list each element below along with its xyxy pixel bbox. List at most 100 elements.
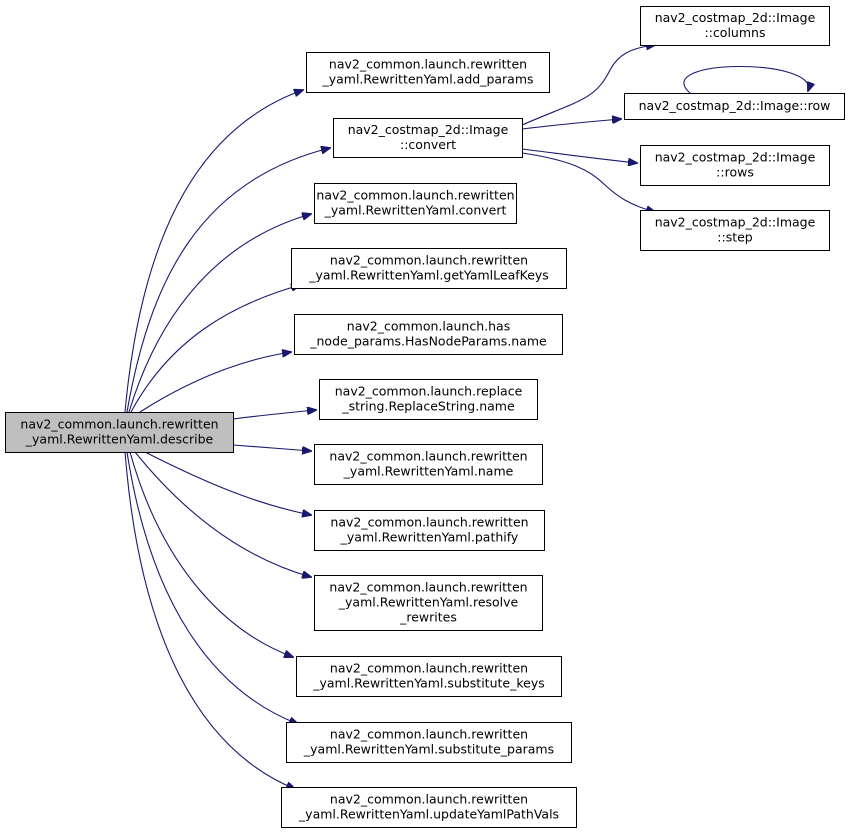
node-label-line: nav2_costmap_2d::Image::row xyxy=(639,98,831,113)
node-box xyxy=(291,248,567,289)
node-label-line: nav2_costmap_2d::Image xyxy=(655,215,816,230)
node-label-line: nav2_common.launch.has xyxy=(347,319,510,334)
edge-describe-to-rs_name xyxy=(232,410,316,420)
node-add_params[interactable]: nav2_common.launch.rewritten_yaml.Rewrit… xyxy=(306,52,550,93)
node-img_columns[interactable]: nav2_costmap_2d::Image::columns xyxy=(640,6,830,46)
edge-arrow xyxy=(144,451,311,515)
edge-img_convert-to-img_rows xyxy=(521,148,637,163)
edge-arrow xyxy=(126,451,298,724)
edges-layer xyxy=(124,45,809,789)
edge-arrow xyxy=(126,148,330,413)
node-label-line: _yaml.RewrittenYaml.substitute_keys xyxy=(312,676,545,691)
edge-arrow xyxy=(232,444,311,451)
node-box xyxy=(333,118,523,158)
node-label-line: ::rows xyxy=(716,165,754,180)
node-box xyxy=(319,379,538,420)
edge-arrow xyxy=(129,451,293,657)
node-label-line: nav2_common.launch.rewritten xyxy=(20,417,218,432)
node-box xyxy=(640,210,830,251)
node-img_convert[interactable]: nav2_costmap_2d::Image::convert xyxy=(333,118,523,158)
node-box xyxy=(286,722,572,763)
node-substitute_keys[interactable]: nav2_common.launch.rewritten_yaml.Rewrit… xyxy=(296,656,562,697)
node-box xyxy=(624,93,845,120)
node-label-line: nav2_common.launch.rewritten xyxy=(329,449,527,464)
node-label-line: nav2_common.launch.rewritten xyxy=(329,580,527,595)
node-box xyxy=(314,575,543,631)
nodes-layer: nav2_common.launch.rewritten_yaml.Rewrit… xyxy=(5,6,845,828)
edge-arrow xyxy=(521,119,621,130)
node-ry_name[interactable]: nav2_common.launch.rewritten_yaml.Rewrit… xyxy=(314,444,543,485)
node-substitute_params[interactable]: nav2_common.launch.rewritten_yaml.Rewrit… xyxy=(286,722,572,763)
edge-arrow xyxy=(124,451,295,789)
edge-img_convert-to-img_row xyxy=(521,119,621,130)
node-rs_name[interactable]: nav2_common.launch.replace_string.Replac… xyxy=(319,379,538,420)
node-label-line: _string.ReplaceString.name xyxy=(341,399,515,414)
node-label-line: nav2_costmap_2d::Image xyxy=(655,10,816,25)
node-box xyxy=(314,510,545,551)
edge-arrow xyxy=(124,90,303,413)
edge-describe-to-resolve_rewrites xyxy=(134,451,311,577)
node-label-line: nav2_common.launch.rewritten xyxy=(330,515,528,530)
node-label-line: ::step xyxy=(717,230,753,245)
node-img_rows[interactable]: nav2_costmap_2d::Image::rows xyxy=(640,145,830,186)
node-label-line: _yaml.RewrittenYaml.resolve xyxy=(338,595,519,610)
node-resolve_rewrites[interactable]: nav2_common.launch.rewritten_yaml.Rewrit… xyxy=(314,575,543,631)
node-describe[interactable]: nav2_common.launch.rewritten_yaml.Rewrit… xyxy=(5,412,234,453)
node-label-line: _yaml.RewrittenYaml.updateYamlPathVals xyxy=(298,807,559,822)
edge-describe-to-getYamlLeafKeys xyxy=(130,285,300,413)
node-box xyxy=(640,6,830,46)
node-label-line: nav2_common.launch.rewritten xyxy=(330,253,528,268)
edge-describe-to-hnp_name xyxy=(139,352,291,413)
node-label-line: _yaml.RewrittenYaml.describe xyxy=(25,432,214,447)
node-label-line: nav2_common.launch.replace xyxy=(335,384,523,399)
edge-describe-to-substitute_keys xyxy=(129,451,293,657)
node-label-line: _yaml.RewrittenYaml.substitute_params xyxy=(303,742,554,757)
node-label-line: nav2_costmap_2d::Image xyxy=(348,122,509,137)
edge-arrow xyxy=(130,285,300,413)
edge-arrow xyxy=(134,451,311,577)
node-pathify[interactable]: nav2_common.launch.rewritten_yaml.Rewrit… xyxy=(314,510,545,551)
edge-arrow xyxy=(521,152,655,212)
edge-describe-to-updateYamlPathVals xyxy=(124,451,295,789)
node-ry_convert[interactable]: nav2_common.launch.rewritten_yaml.Rewrit… xyxy=(314,183,517,224)
node-hnp_name[interactable]: nav2_common.launch.has_node_params.HasNo… xyxy=(294,314,563,355)
node-label-line: nav2_common.launch.rewritten xyxy=(330,792,528,807)
node-box xyxy=(314,183,517,224)
edge-describe-to-substitute_params xyxy=(126,451,298,724)
edge-describe-to-ry_convert xyxy=(128,214,311,413)
node-label-line: nav2_common.launch.rewritten xyxy=(330,661,528,676)
node-box xyxy=(314,444,543,485)
node-box xyxy=(281,787,577,828)
node-label-line: _rewrites xyxy=(399,610,457,625)
edge-arrow xyxy=(232,410,316,420)
node-box xyxy=(5,412,234,453)
node-updateYamlPathVals[interactable]: nav2_common.launch.rewritten_yaml.Rewrit… xyxy=(281,787,577,828)
node-label-line: nav2_common.launch.rewritten xyxy=(316,188,514,203)
node-label-line: _yaml.RewrittenYaml.add_params xyxy=(321,72,533,87)
edge-arrow xyxy=(683,65,809,94)
edge-arrow xyxy=(521,148,637,163)
edge-describe-to-img_convert xyxy=(126,148,330,413)
edge-describe-to-add_params xyxy=(124,90,303,413)
node-label-line: nav2_common.launch.rewritten xyxy=(329,57,527,72)
node-label-line: _node_params.HasNodeParams.name xyxy=(309,334,547,349)
node-box xyxy=(306,52,550,93)
node-label-line: nav2_common.launch.rewritten xyxy=(330,727,528,742)
edge-arrow xyxy=(521,45,655,126)
node-label-line: ::convert xyxy=(400,137,456,152)
node-label-line: ::columns xyxy=(705,25,766,40)
node-label-line: _yaml.RewrittenYaml.name xyxy=(343,464,514,479)
node-img_row[interactable]: nav2_costmap_2d::Image::row xyxy=(624,93,845,120)
edge-describe-to-ry_name xyxy=(232,444,311,451)
edge-img_convert-to-img_step xyxy=(521,152,655,212)
edge-img_convert-to-img_columns xyxy=(521,45,655,126)
edge-describe-to-pathify xyxy=(144,451,311,515)
edge-arrow xyxy=(128,214,311,413)
node-label-line: _yaml.RewrittenYaml.convert xyxy=(324,203,507,218)
node-label-line: nav2_costmap_2d::Image xyxy=(655,150,816,165)
node-getYamlLeafKeys[interactable]: nav2_common.launch.rewritten_yaml.Rewrit… xyxy=(291,248,567,289)
node-img_step[interactable]: nav2_costmap_2d::Image::step xyxy=(640,210,830,251)
node-box xyxy=(294,314,563,355)
node-box xyxy=(640,145,830,186)
